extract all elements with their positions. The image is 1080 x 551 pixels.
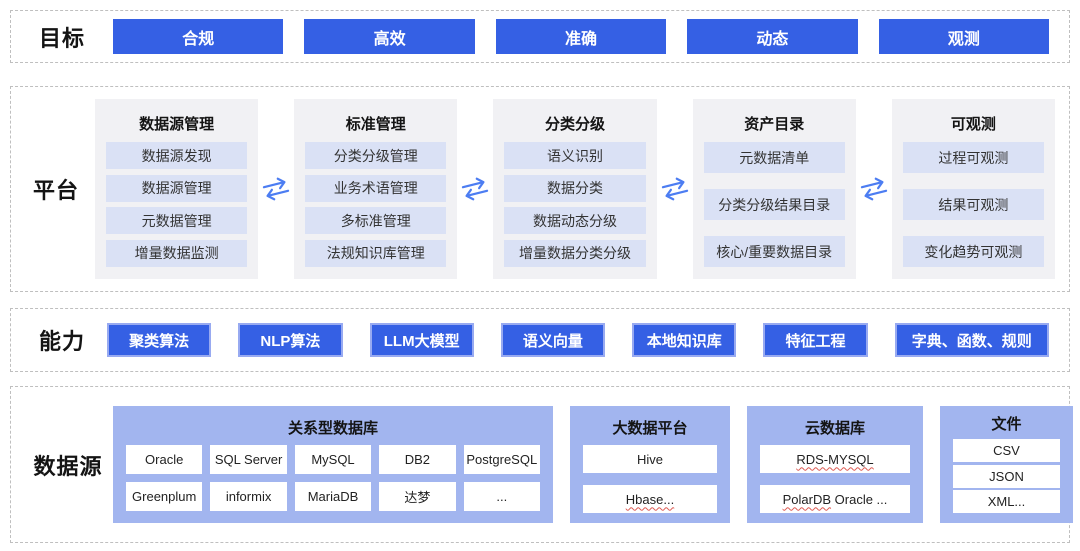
platform-item: 结果可观测 (902, 189, 1045, 220)
platform-card-title: 资产目录 (744, 116, 805, 133)
platform-card-items: 数据源发现 数据源管理 元数据管理 增量数据监测 (106, 142, 248, 267)
platform-item: 数据源发现 (106, 142, 248, 169)
platform-band: 平台 数据源管理 数据源发现 数据源管理 元数据管理 增量数据监测 (10, 86, 1070, 292)
platform-card-classification: 分类分级 语义识别 数据分类 数据动态分级 增量数据分类分级 (493, 99, 657, 279)
platform-columns: 数据源管理 数据源发现 数据源管理 元数据管理 增量数据监测 标准管理 (95, 99, 1056, 279)
datasource-group-title: 大数据平台 (612, 420, 688, 437)
datasource-group-title: 文件 (991, 416, 1022, 433)
db-item: Hive (583, 445, 717, 473)
swap-arrows-icon (657, 176, 693, 202)
capability-chip-semantic-vector: 语义向量 (500, 323, 606, 357)
capability-chip-local-kb: 本地知识库 (632, 323, 737, 357)
db-item: MariaDB (294, 482, 372, 511)
platform-card-title: 可观测 (950, 116, 996, 133)
file-item: JSON (953, 464, 1060, 488)
capability-chip-feature-eng: 特征工程 (763, 323, 868, 357)
platform-card-title: 数据源管理 (139, 116, 215, 133)
db-item: DB2 (379, 445, 456, 474)
swap-arrows-icon (457, 176, 493, 202)
goal-chip-efficiency: 高效 (304, 19, 475, 54)
platform-item: 多标准管理 (305, 207, 447, 235)
datasources-band-label: 数据源 (33, 453, 103, 479)
capabilities-band: 能力 聚类算法 NLP算法 LLM大模型 语义向量 本地知识库 特征工程 字典、… (10, 308, 1070, 372)
db-item: Hbase... (583, 485, 717, 513)
platform-item: 过程可观测 (902, 142, 1045, 173)
datasource-group-files: 文件 CSV JSON XML... (940, 406, 1073, 523)
datasource-group-title: 云数据库 (804, 420, 865, 437)
capability-chip-llm: LLM大模型 (369, 323, 474, 357)
platform-item: 增量数据分类分级 (504, 239, 646, 267)
platform-card-observability: 可观测 过程可观测 结果可观测 变化趋势可观测 (891, 99, 1056, 279)
platform-item: 分类分级管理 (305, 142, 447, 169)
platform-item: 分类分级结果目录 (703, 189, 845, 220)
goals-button-row: 合规 高效 准确 动态 观测 (113, 19, 1050, 54)
platform-card-items: 过程可观测 结果可观测 变化趋势可观测 (902, 142, 1045, 267)
platform-card-items: 元数据清单 分类分级结果目录 核心/重要数据目录 (703, 142, 845, 267)
swap-arrows-icon (856, 176, 892, 202)
platform-item: 元数据清单 (703, 142, 845, 173)
goals-band-label: 目标 (38, 25, 85, 51)
db-item: Greenplum (126, 482, 203, 511)
platform-item: 语义识别 (504, 142, 646, 169)
goal-chip-accuracy: 准确 (495, 19, 667, 54)
file-item: XML... (953, 490, 1060, 513)
platform-card-asset-catalog: 资产目录 元数据清单 分类分级结果目录 核心/重要数据目录 (692, 99, 856, 279)
capability-chip-clustering: 聚类算法 (107, 323, 212, 357)
platform-card-title: 分类分级 (545, 116, 606, 133)
platform-card-items: 分类分级管理 业务术语管理 多标准管理 法规知识库管理 (305, 142, 447, 267)
platform-card-items: 语义识别 数据分类 数据动态分级 增量数据分类分级 (504, 142, 646, 267)
datasource-group-title: 关系型数据库 (287, 420, 378, 437)
db-item-label-part2: Oracle ... (831, 491, 888, 507)
platform-card-title: 标准管理 (345, 116, 406, 133)
db-item: ... (463, 482, 540, 511)
file-item: CSV (953, 439, 1060, 462)
cloud-items: RDS-MYSQL PolarDB Oracle ... (760, 445, 910, 513)
capability-chip-dict-func-rule: 字典、函数、规则 (894, 323, 1049, 357)
bigdata-items: Hive Hbase... (583, 445, 717, 513)
db-item: 达梦 (379, 482, 456, 511)
db-item: RDS-MYSQL (760, 445, 910, 473)
db-item-label-part1: PolarDB (782, 491, 832, 507)
goal-chip-observation: 观测 (878, 19, 1050, 54)
goal-chip-dynamic: 动态 (687, 19, 858, 54)
datasources-band: 数据源 关系型数据库 Oracle SQL Server MySQL DB2 P… (10, 386, 1073, 543)
datasource-group-bigdata: 大数据平台 Hive Hbase... (570, 406, 730, 523)
platform-item: 业务术语管理 (305, 174, 447, 202)
platform-item: 核心/重要数据目录 (703, 236, 845, 267)
db-item: MySQL (294, 445, 372, 474)
platform-item: 变化趋势可观测 (902, 236, 1045, 267)
db-item: PostgreSQL (463, 445, 540, 474)
platform-item: 元数据管理 (106, 207, 248, 235)
datasource-groups: 关系型数据库 Oracle SQL Server MySQL DB2 Postg… (113, 406, 1073, 523)
goal-chip-compliance: 合规 (113, 19, 284, 54)
platform-item: 数据动态分级 (504, 207, 646, 235)
file-items: CSV JSON XML... (953, 439, 1060, 513)
platform-band-label: 平台 (32, 178, 79, 203)
platform-item: 数据源管理 (106, 174, 248, 202)
capabilities-button-row: 聚类算法 NLP算法 LLM大模型 语义向量 本地知识库 特征工程 字典、函数、… (107, 323, 1049, 357)
db-item: informix (210, 482, 287, 511)
platform-item: 数据分类 (504, 174, 646, 202)
db-item: SQL Server (210, 445, 287, 474)
datasource-group-relational: 关系型数据库 Oracle SQL Server MySQL DB2 Postg… (113, 406, 553, 523)
db-item-label: Hbase... (625, 491, 675, 507)
db-item-label: RDS-MYSQL (796, 451, 874, 467)
db-item: Oracle (126, 445, 203, 474)
platform-card-datasource-mgmt: 数据源管理 数据源发现 数据源管理 元数据管理 增量数据监测 (95, 99, 259, 279)
platform-card-standard-mgmt: 标准管理 分类分级管理 业务术语管理 多标准管理 法规知识库管理 (294, 99, 458, 279)
datasource-group-cloud: 云数据库 RDS-MYSQL PolarDB Oracle ... (747, 406, 923, 523)
capabilities-band-label: 能力 (38, 329, 85, 354)
relational-db-grid: Oracle SQL Server MySQL DB2 PostgreSQL G… (126, 445, 540, 513)
platform-item: 增量数据监测 (106, 239, 248, 267)
goals-band: 目标 合规 高效 准确 动态 观测 (10, 10, 1070, 63)
capability-chip-nlp: NLP算法 (238, 323, 343, 357)
swap-arrows-icon (258, 176, 294, 202)
platform-item: 法规知识库管理 (305, 239, 447, 267)
db-item: PolarDB Oracle ... (760, 485, 910, 513)
